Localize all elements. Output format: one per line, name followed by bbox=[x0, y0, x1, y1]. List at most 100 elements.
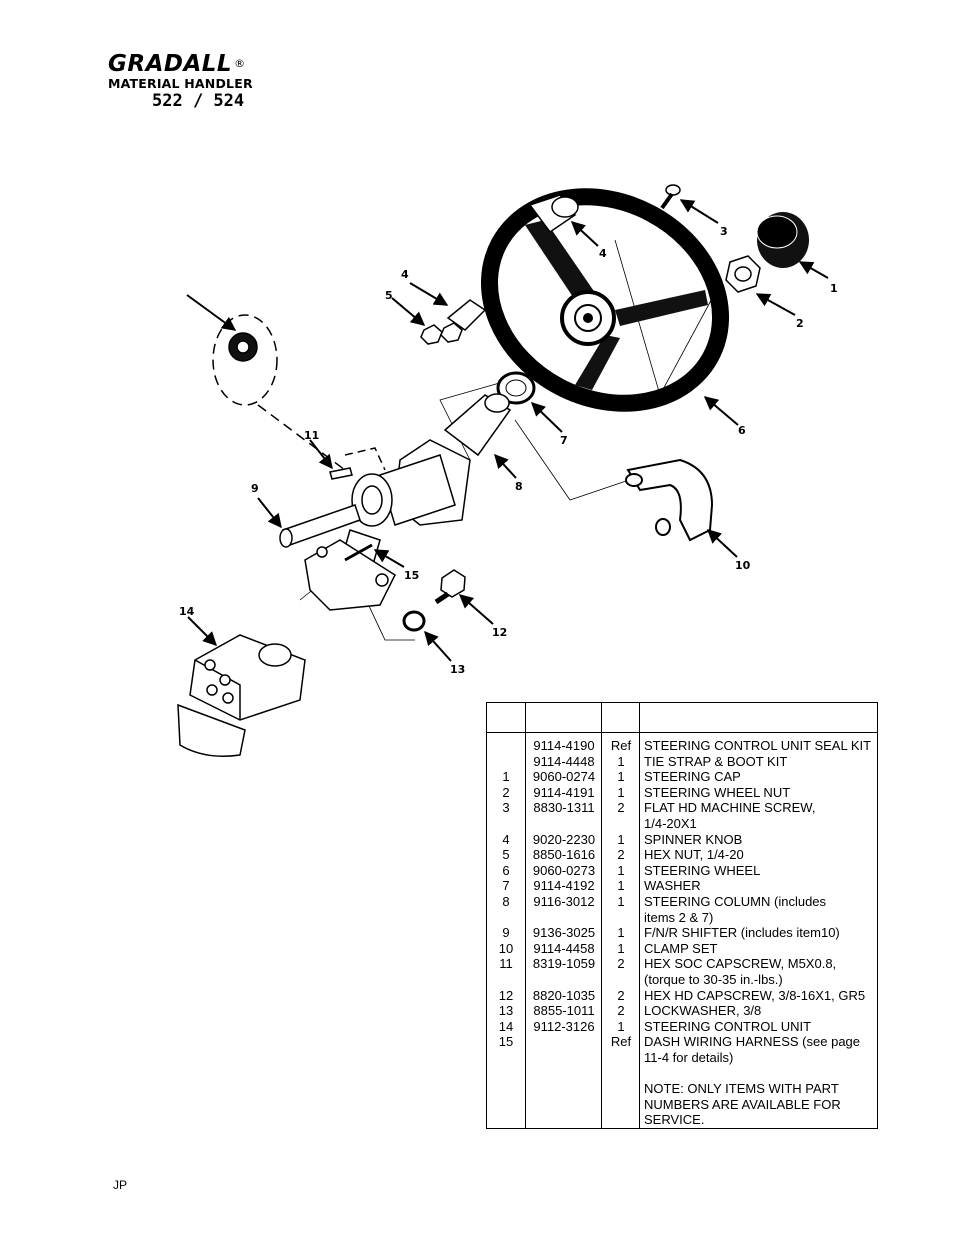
callout-15: 15 bbox=[404, 569, 419, 582]
description-line: STEERING CONTROL UNIT SEAL KIT bbox=[644, 738, 872, 753]
description: FLAT HD MACHINE SCREW,1/4-20X1 bbox=[644, 800, 876, 831]
description: LOCKWASHER, 3/8 bbox=[644, 1003, 876, 1019]
detail-callout bbox=[212, 314, 386, 471]
item-number: 1 bbox=[502, 769, 510, 785]
part-number: 8830-1311 bbox=[533, 800, 595, 816]
quantity: 1 bbox=[617, 753, 625, 769]
table-row: 12 8820-1035 2 HEX HD CAPSCREW, 3/8-16X1, G… bbox=[487, 988, 877, 1004]
column-divider bbox=[639, 703, 640, 1128]
callout-2: 2 bbox=[796, 317, 804, 330]
part-number: 8820-1035 bbox=[532, 987, 596, 1003]
description-line: HEX SOC CAPSCREW, M5X0.8, bbox=[644, 956, 837, 972]
header-divider bbox=[487, 732, 877, 733]
description: HEX NUT, 1/4-20 bbox=[644, 847, 876, 863]
quantity: 1 bbox=[617, 893, 625, 909]
callout-4-secondary: 4 bbox=[401, 268, 409, 281]
table-row: 5 8850-1616 2 HEX NUT, 1/4-20 bbox=[487, 847, 877, 863]
spinner-knob-drawing bbox=[528, 194, 579, 234]
washer-drawing bbox=[496, 371, 536, 405]
brand-subtitle: MATERIAL HANDLER bbox=[108, 76, 253, 91]
quantity: 1 bbox=[617, 940, 625, 956]
callout-3: 3 bbox=[720, 225, 728, 238]
description: HEX SOC CAPSCREW, M5X0.8,(torque to 30-3… bbox=[644, 956, 876, 987]
quantity: 2 bbox=[617, 987, 625, 1003]
part-number: 9114-4192 bbox=[533, 878, 595, 894]
callout-14: 14 bbox=[179, 605, 195, 618]
description-line: STEERING COLUMN (includes bbox=[644, 893, 827, 909]
description: HEX HD CAPSCREW, 3/8-16X1, GR5 bbox=[644, 988, 876, 1004]
part-number: 9114-4190 bbox=[533, 738, 595, 753]
part-number: 9116-3012 bbox=[533, 893, 595, 909]
quantity: 1 bbox=[617, 769, 625, 785]
item-number: 2 bbox=[502, 784, 510, 800]
quantity: 1 bbox=[617, 831, 625, 847]
description: STEERING WHEEL NUT bbox=[644, 785, 876, 801]
steering-control-unit-drawing bbox=[177, 634, 306, 757]
part-number: 9114-4191 bbox=[533, 784, 595, 800]
hex-soc-capscrew-drawing bbox=[329, 467, 353, 480]
description: STEERING CAP bbox=[644, 769, 876, 785]
column-divider bbox=[601, 703, 602, 1128]
quantity: Ref bbox=[610, 738, 632, 753]
description: CLAMP SET bbox=[644, 941, 876, 957]
brand-model: 522 / 524 bbox=[152, 91, 245, 111]
knob-mount-drawing bbox=[420, 299, 487, 345]
item-number: 12 bbox=[498, 987, 514, 1003]
quantity: 1 bbox=[617, 878, 625, 894]
description: TIE STRAP & BOOT KIT bbox=[644, 754, 876, 770]
callout-8: 8 bbox=[515, 480, 523, 493]
quantity: 2 bbox=[617, 847, 625, 863]
description: WASHER bbox=[644, 878, 876, 894]
item-number: 14 bbox=[498, 1018, 514, 1034]
callout-13: 13 bbox=[450, 663, 465, 676]
description-line: items 2 & 7) bbox=[644, 909, 714, 925]
table-row: 1 9060-0274 1 STEERING CAP bbox=[487, 769, 877, 785]
item-number: 13 bbox=[498, 1003, 514, 1019]
quantity: 2 bbox=[617, 800, 625, 816]
part-number: 9060-0274 bbox=[532, 769, 596, 785]
footer-code: JP bbox=[113, 1178, 128, 1192]
steering-cap-drawing bbox=[756, 212, 809, 268]
description: F/N/R SHIFTER (includes item10) bbox=[644, 925, 876, 941]
callout-7: 7 bbox=[560, 434, 568, 447]
callout-labels: 1 2 3 4 4 5 6 7 8 9 10 11 12 13 14 15 bbox=[179, 225, 838, 676]
item-number: 5 bbox=[502, 847, 510, 863]
brand-logo: GRADALL® MATERIAL HANDLER 522 / 524 bbox=[108, 52, 253, 111]
quantity: Ref bbox=[610, 1034, 632, 1050]
description: STEERING CONTROL UNIT bbox=[644, 1019, 876, 1035]
item-number: 8 bbox=[502, 893, 510, 909]
quantity: 1 bbox=[617, 784, 625, 800]
quantity: 1 bbox=[617, 862, 625, 878]
steering-wheel-drawing bbox=[480, 188, 730, 412]
item-number: 11 bbox=[499, 956, 513, 972]
quantity: 2 bbox=[617, 1003, 625, 1019]
column-divider bbox=[525, 703, 526, 1128]
item-number: 10 bbox=[498, 940, 514, 956]
table-row: 9114-4448 1 TIE STRAP & BOOT KIT bbox=[487, 754, 877, 770]
note-line: NUMBERS ARE AVAILABLE FOR bbox=[644, 1096, 841, 1112]
callout-10: 10 bbox=[735, 559, 751, 572]
description-line: 11-4 for details) bbox=[644, 1049, 734, 1065]
part-number: 9114-4448 bbox=[533, 753, 595, 769]
callout-4: 4 bbox=[599, 247, 607, 260]
callout-12: 12 bbox=[492, 626, 507, 639]
leader-arrows bbox=[186, 199, 829, 662]
note-line: NOTE: ONLY ITEMS WITH PART bbox=[644, 1081, 839, 1097]
table-row: 9114-4190 Ref STEERING CONTROL UNIT SEAL K… bbox=[487, 738, 877, 754]
item-number: 15 bbox=[498, 1034, 514, 1050]
description-line: STEERING WHEEL NUT bbox=[644, 784, 791, 800]
description-line: DASH WIRING HARNESS (see page bbox=[644, 1034, 861, 1050]
quantity: 1 bbox=[617, 925, 625, 941]
part-number: 8850-1616 bbox=[532, 847, 596, 863]
